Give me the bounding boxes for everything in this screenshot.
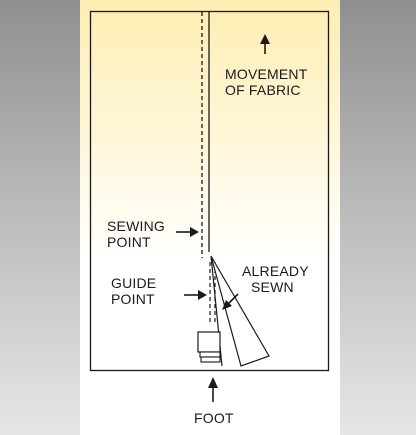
sewing-point-label: SEWING POINT (107, 218, 165, 250)
guide-point-arrow-icon (184, 290, 207, 300)
guide-point-label-line-1: GUIDE (111, 275, 157, 291)
already-sewn-label: ALREADY SEWN (242, 263, 309, 295)
movement-label-line-2: OF FABRIC (225, 82, 301, 98)
already-sewn-wedge (210, 255, 270, 367)
sewing-point-label-line-1: SEWING (107, 218, 165, 234)
already-sewn-label-line-1: ALREADY (242, 263, 309, 279)
sewing-point-arrow-icon (176, 227, 199, 237)
movement-label-line-1: MOVEMENT (225, 66, 308, 82)
already-sewn-arrow-icon (222, 293, 239, 310)
foot-label: FOOT (194, 410, 234, 426)
presser-foot-icon (197, 331, 221, 363)
fabric-outline (89, 10, 330, 372)
movement-arrow-icon (260, 34, 270, 54)
guide-point-label-line-2: POINT (111, 291, 155, 307)
sewing-point-label-line-2: POINT (107, 234, 151, 250)
guide-point-label: GUIDE POINT (111, 275, 156, 307)
foot-arrow-icon (208, 377, 218, 402)
right-margin (340, 0, 416, 435)
movement-of-fabric-label: MOVEMENT OF FABRIC (225, 66, 308, 98)
left-margin (0, 0, 80, 435)
already-sewn-label-line-2: SEWN (251, 279, 294, 295)
